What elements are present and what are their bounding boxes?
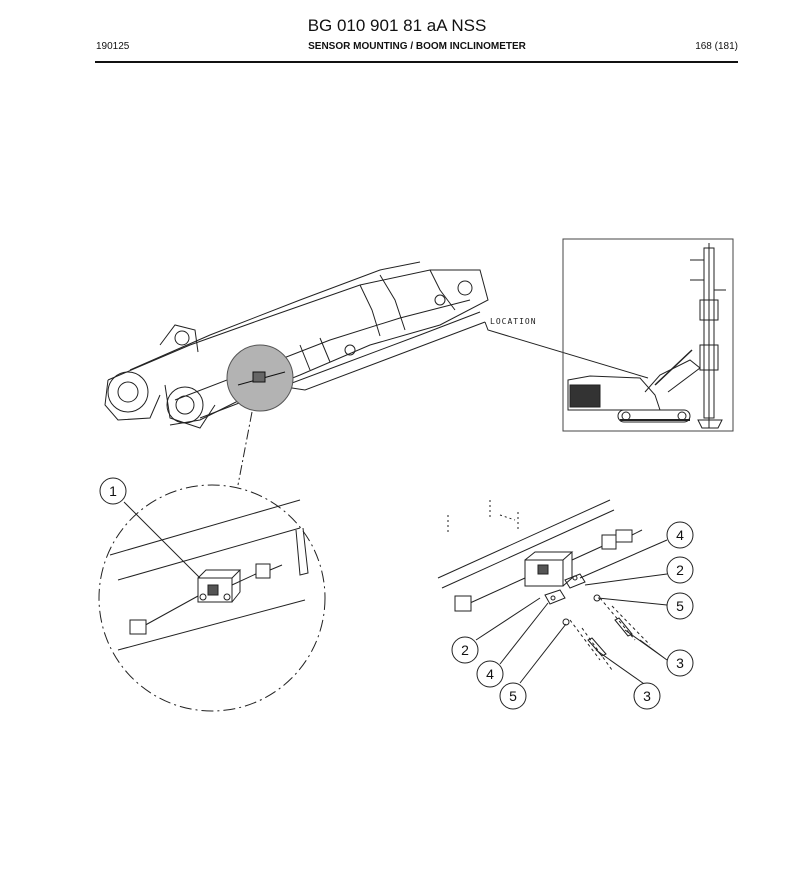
callout-4-top: 4 [676, 527, 684, 543]
detail-connector [237, 411, 253, 486]
document-number: BG 010 901 81 aA NSS [307, 16, 487, 35]
callout-5-top: 5 [676, 598, 684, 614]
exploded-callout-circles [451, 521, 694, 710]
callout-1 [99, 477, 201, 579]
exploded-view [437, 499, 651, 671]
boom-overview [104, 261, 489, 429]
callout-2-left: 2 [461, 642, 469, 658]
exploded-callout-leaders [475, 539, 668, 687]
machine-inset [562, 238, 734, 432]
callout-1-label: 1 [109, 483, 117, 499]
location-leader [291, 321, 649, 391]
callout-4-left: 4 [486, 666, 494, 682]
callout-5-bottom: 5 [509, 688, 517, 704]
callout-2-top: 2 [676, 562, 684, 578]
header-rule [95, 61, 738, 63]
location-label: LOCATION [490, 317, 537, 326]
date-code: 190125 [96, 41, 130, 52]
header-row: 190125 SENSOR MOUNTING / BOOM INCLINOMET… [96, 41, 738, 55]
section-title: SENSOR MOUNTING / BOOM INCLINOMETER [308, 41, 526, 52]
detail-view-circle [98, 484, 326, 712]
callout-3-bottom: 3 [643, 688, 651, 704]
sensor-location-highlight [226, 344, 294, 412]
callout-3-right: 3 [676, 655, 684, 671]
page-indicator: 168 (181) [695, 41, 738, 52]
